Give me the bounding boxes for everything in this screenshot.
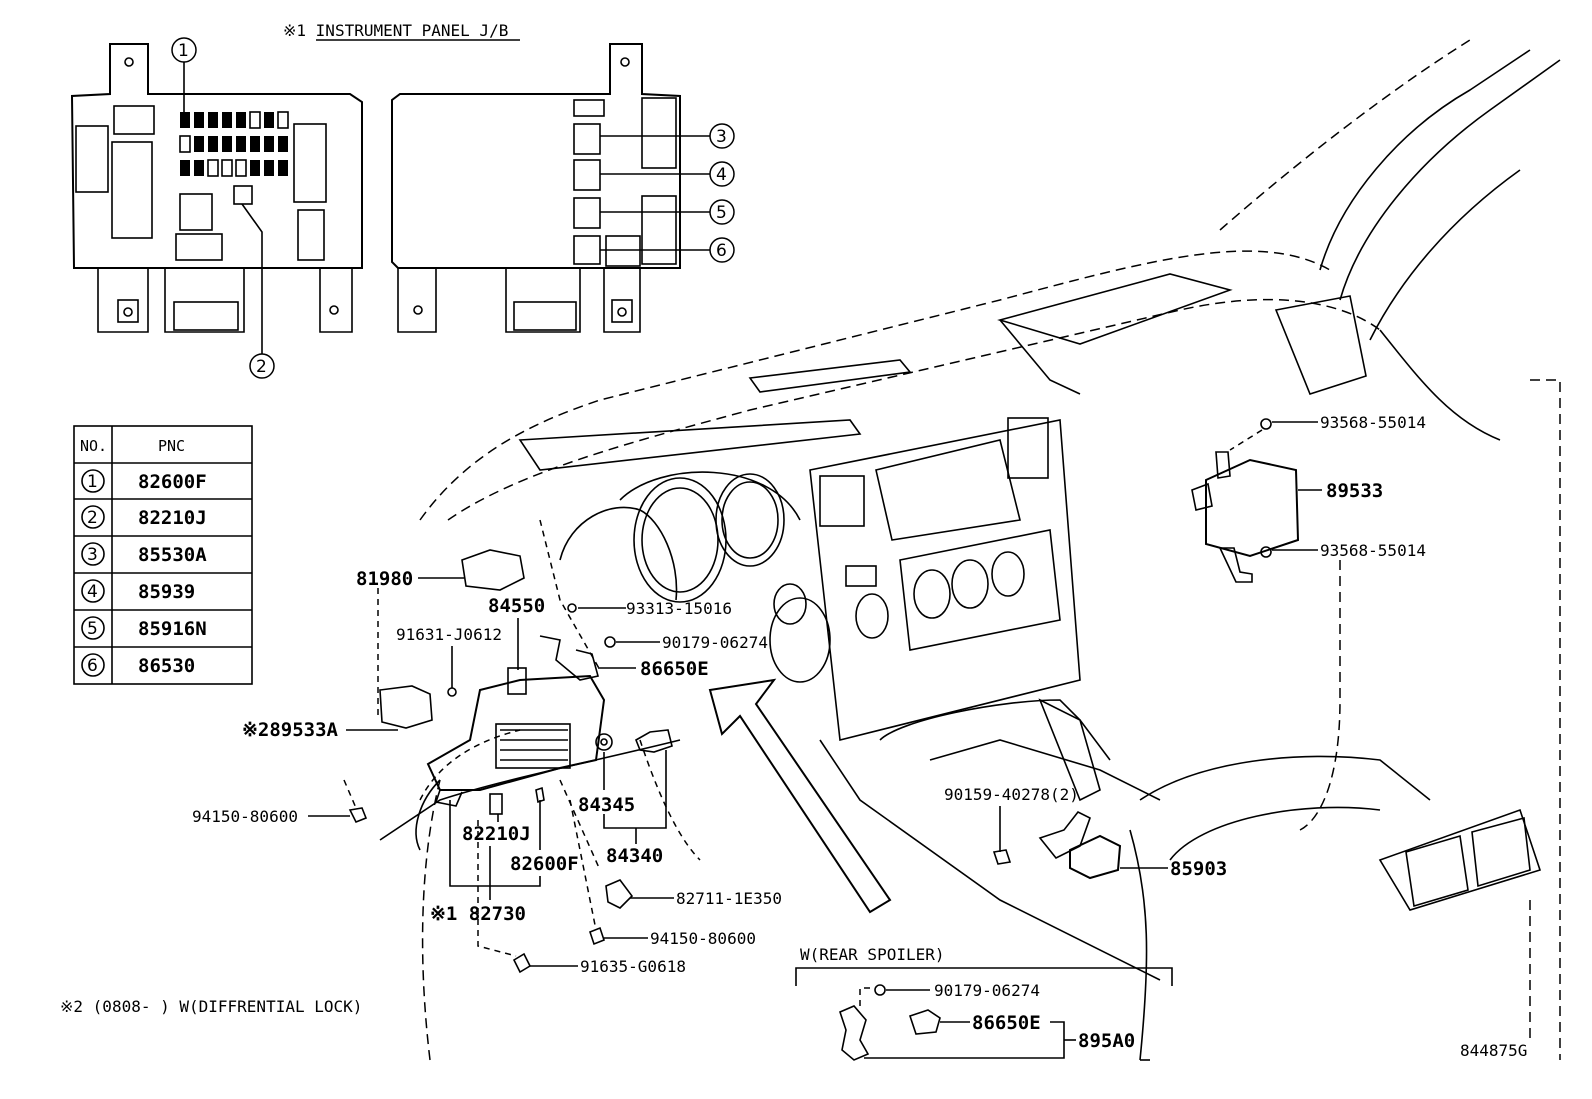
svg-text:1: 1 bbox=[178, 41, 189, 61]
dashboard-outline bbox=[379, 39, 1561, 1061]
label-86650e: 86650E bbox=[640, 658, 709, 680]
table-row-no: 3 bbox=[87, 545, 98, 565]
table-row-no: 6 bbox=[87, 656, 98, 676]
fuse-grid bbox=[179, 111, 289, 177]
rear-spoiler-section: W(REAR SPOILER) 90179-06274 86650E 895A0 bbox=[795, 945, 1173, 1061]
table-header-no: NO. bbox=[80, 437, 107, 455]
callout-3 bbox=[709, 123, 735, 149]
label-84345: 84345 bbox=[578, 794, 635, 816]
label-90179-06274: 90179-06274 bbox=[662, 633, 768, 652]
label-91631-j0612: 91631-J0612 bbox=[396, 625, 502, 644]
label-93568-55014-a: 93568-55014 bbox=[1320, 413, 1426, 432]
table-row-pnc: 86530 bbox=[138, 655, 195, 677]
table-row-no: 1 bbox=[87, 472, 98, 492]
label-93568-55014-b: 93568-55014 bbox=[1320, 541, 1426, 560]
table-row-no: 4 bbox=[87, 582, 98, 602]
svg-text:3: 3 bbox=[716, 127, 727, 147]
junction-block-front: 1 2 bbox=[70, 37, 363, 379]
table-row-pnc: 85530A bbox=[138, 544, 207, 566]
svg-text:2: 2 bbox=[256, 357, 267, 377]
label-82210j: 82210J bbox=[462, 823, 531, 845]
callout-1 bbox=[171, 37, 197, 63]
right-parts-cluster: 93568-55014 89533 93568-55014 90159-4027… bbox=[944, 413, 1426, 880]
label-89533: 89533 bbox=[1326, 480, 1383, 502]
label-90179-06274-b: 90179-06274 bbox=[934, 981, 1040, 1000]
label-81980: 81980 bbox=[356, 568, 413, 590]
label-84340: 84340 bbox=[606, 845, 663, 867]
label-94150-80600-b: 94150-80600 bbox=[650, 929, 756, 948]
table-row-pnc: 85916N bbox=[138, 618, 207, 640]
table-row-no: 2 bbox=[87, 508, 98, 528]
label-94150-80600-a: 94150-80600 bbox=[192, 807, 298, 826]
label-85903: 85903 bbox=[1170, 858, 1227, 880]
label-rear-spoiler: W(REAR SPOILER) bbox=[800, 945, 945, 964]
label-82600f: 82600F bbox=[510, 853, 579, 875]
svg-text:6: 6 bbox=[716, 241, 727, 261]
callout-4 bbox=[709, 161, 735, 187]
drawing-id: 844875G bbox=[1460, 1041, 1527, 1060]
table-row-pnc: 85939 bbox=[138, 581, 195, 603]
label-93313-15016: 93313-15016 bbox=[626, 599, 732, 618]
junction-block-rear: 3 4 5 6 bbox=[391, 43, 735, 333]
label-84550: 84550 bbox=[488, 595, 545, 617]
callout-6 bbox=[709, 237, 735, 263]
svg-text:4: 4 bbox=[716, 165, 727, 185]
label-86650e-b: 86650E bbox=[972, 1012, 1041, 1034]
table-header-pnc: PNC bbox=[158, 437, 185, 455]
table-row-pnc: 82210J bbox=[138, 507, 207, 529]
callout-2 bbox=[249, 353, 275, 379]
left-parts-cluster: 81980 84550 93313-15016 91631-J0612 9017… bbox=[192, 549, 782, 976]
table-row-no: 5 bbox=[87, 619, 98, 639]
label-895a0: 895A0 bbox=[1078, 1030, 1135, 1052]
label-82711-1e350: 82711-1E350 bbox=[676, 889, 782, 908]
note-differential-lock: ※2 (0808- ) W(DIFFRENTIAL LOCK) bbox=[60, 997, 362, 1016]
callout-5 bbox=[709, 199, 735, 225]
table-row-pnc: 82600F bbox=[138, 471, 207, 493]
svg-text:5: 5 bbox=[716, 203, 727, 223]
jb-title: ※1 INSTRUMENT PANEL J/B bbox=[283, 21, 508, 40]
label-90159-40278: 90159-40278(2) bbox=[944, 785, 1079, 804]
label-89533a: ※289533A bbox=[242, 719, 339, 741]
label-91635-g0618: 91635-G0618 bbox=[580, 957, 686, 976]
pnc-table: NO. PNC 1 82600F 2 82210J 3 85530A 4 859… bbox=[73, 425, 253, 685]
